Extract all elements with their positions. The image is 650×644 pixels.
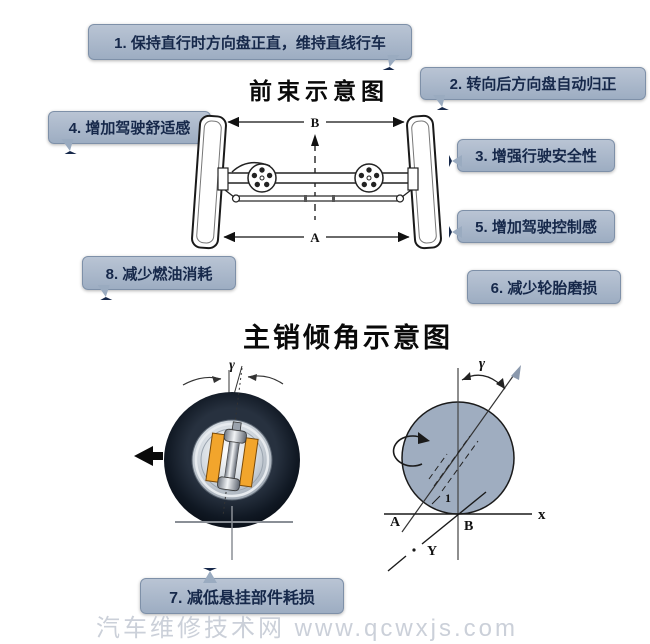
callout-8-label: 8. 减少燃油消耗 [105, 265, 213, 283]
callout-5: 5. 增加驾驶控制感 [449, 210, 615, 243]
callout-5-tail [449, 226, 462, 238]
callout-8: 8. 减少燃油消耗 [82, 256, 236, 300]
callout-3-tail [449, 155, 462, 167]
callout-7: 7. 减低悬挂部件耗损 [140, 568, 344, 614]
kingpin-bracket-right [238, 437, 259, 488]
angle-arc-arrow-right-icon [496, 378, 505, 389]
direction-arrow-icon [134, 446, 163, 466]
dim-rear-label: A [310, 230, 320, 245]
right-wheel [406, 114, 442, 250]
kingpin-tire-diagram: γ [134, 358, 300, 560]
callout-7-tail [203, 568, 217, 583]
callout-7-label: 7. 减低悬挂部件耗损 [169, 590, 315, 607]
callout-6: 6. 减少轮胎磨损 [467, 270, 621, 304]
callout-4: 4. 增加驾驶舒适感 [48, 111, 211, 154]
geometry-angle-label: γ [479, 356, 486, 372]
toe-diagram-title: 前束示意图 [249, 78, 389, 104]
callout-2-label: 2. 转向后方向盘自动归正 [449, 76, 617, 93]
angle-arc-arrow-left-icon [462, 372, 471, 380]
callout-4-label: 4. 增加驾驶舒适感 [68, 120, 191, 137]
callout-1-label: 1. 保持直行时方向盘正直，维持直线行车 [114, 34, 386, 52]
axle-assembly [217, 161, 419, 203]
dimension-front: B [227, 115, 405, 130]
kingpin-geometry-diagram: γ x Y A B 1 [384, 356, 546, 572]
callout-6-label: 6. 减少轮胎磨损 [490, 279, 598, 297]
callout-3: 3. 增强行驶安全性 [449, 139, 615, 172]
y-axis [387, 491, 487, 572]
tie-rod [224, 189, 412, 203]
left-flange [247, 163, 277, 193]
axis-arrowhead-icon [511, 365, 521, 380]
tire-angle-label: γ [229, 358, 235, 373]
kingpin-bottom-cap [217, 476, 241, 492]
mark-tick [431, 495, 441, 505]
callout-1-tail [382, 55, 400, 70]
mark-1-label: 1 [445, 491, 451, 505]
right-flange [354, 163, 384, 193]
toe-in-diagram: B A [191, 114, 442, 250]
callout-2: 2. 转向后方向盘自动归正 [420, 67, 646, 110]
kingpin-diagram-title: 主销倾角示意图 [243, 323, 453, 353]
left-knuckle [217, 167, 229, 191]
point-b-label: B [464, 519, 473, 534]
dimension-rear: A [223, 230, 410, 245]
rotation-arc [392, 435, 423, 467]
kingpin-assembly [205, 421, 259, 492]
callout-3-label: 3. 增强行驶安全性 [475, 148, 597, 165]
rotation-arrow-icon [418, 432, 430, 444]
x-axis-label: x [538, 507, 546, 523]
y-axis-label: Y [427, 544, 437, 559]
kingpin-top-cap [223, 428, 247, 444]
right-knuckle [407, 167, 419, 191]
hub-ring [194, 422, 270, 498]
watermark: 汽车维修技术网 www.qcwxjs.com [96, 615, 519, 642]
dim-front-label: B [311, 115, 320, 130]
kingpin-bracket-left [205, 432, 226, 483]
callout-8-tail [97, 285, 113, 300]
callout-4-tail [61, 139, 77, 154]
callout-1: 1. 保持直行时方向盘正直，维持直线行车 [88, 24, 412, 70]
axis-parallel-dashes [428, 435, 479, 492]
callout-5-label: 5. 增加驾驶控制感 [475, 219, 597, 236]
point-a-label: A [390, 515, 401, 530]
